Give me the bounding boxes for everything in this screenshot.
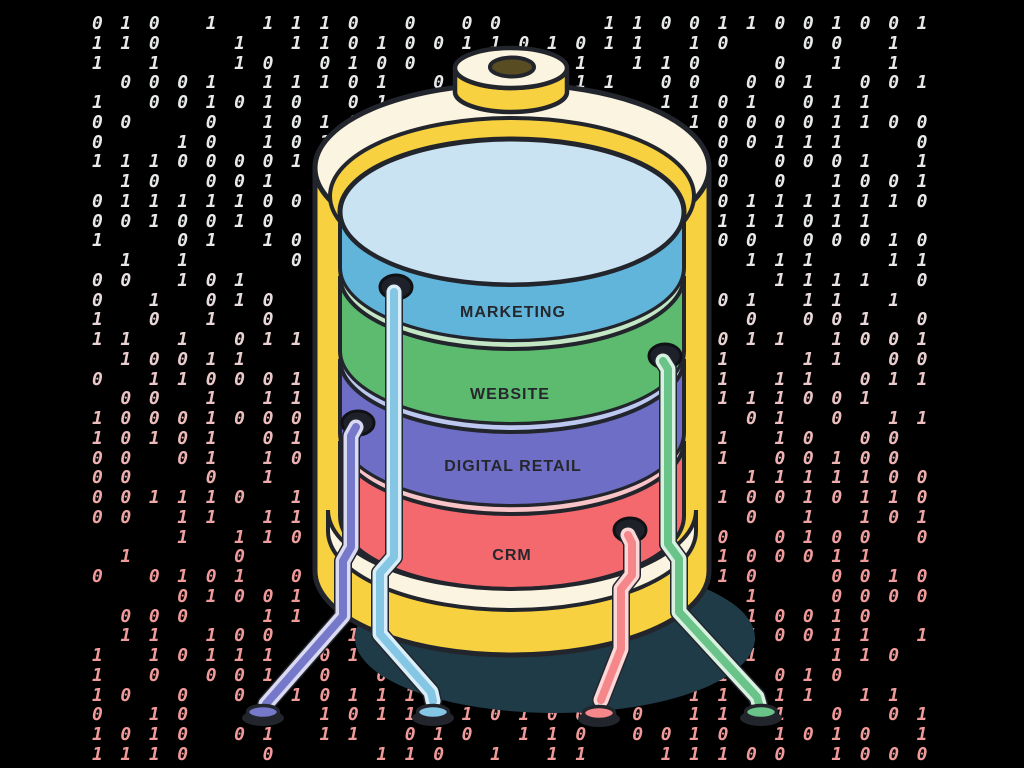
binary-row: 010 1 1110 0 00 110011001001: [92, 13, 946, 34]
base-cream-ring: [326, 509, 698, 612]
binary-row: 0001 11101 01 11 00 001 001: [120, 72, 946, 94]
plug-marketing: [412, 703, 454, 726]
plug-digital-retail: [242, 703, 284, 726]
binary-row: 110 1 1101001101011 10 00 1: [92, 32, 946, 54]
layer-label-digital-retail: DIGITAL RETAIL: [444, 458, 582, 475]
binary-row: 1010 01 11 010 110 0010 1010 1: [92, 724, 946, 745]
binary-row: 1110 0 110 1 11 11100 1000: [92, 743, 946, 765]
cable-crm: [592, 526, 641, 709]
cap-hole: [488, 55, 536, 79]
plug-crm: [578, 704, 620, 727]
plug-website: [740, 703, 782, 726]
battery-cap: [452, 45, 570, 115]
cable-website: [654, 352, 768, 713]
layer-label-crm: CRM: [492, 547, 531, 564]
layer-label-marketing: MARKETING: [460, 304, 566, 321]
cable-digital-retail: [257, 418, 365, 713]
cable-marketing: [371, 283, 442, 710]
layer-label-website: WEBSITE: [470, 386, 550, 403]
